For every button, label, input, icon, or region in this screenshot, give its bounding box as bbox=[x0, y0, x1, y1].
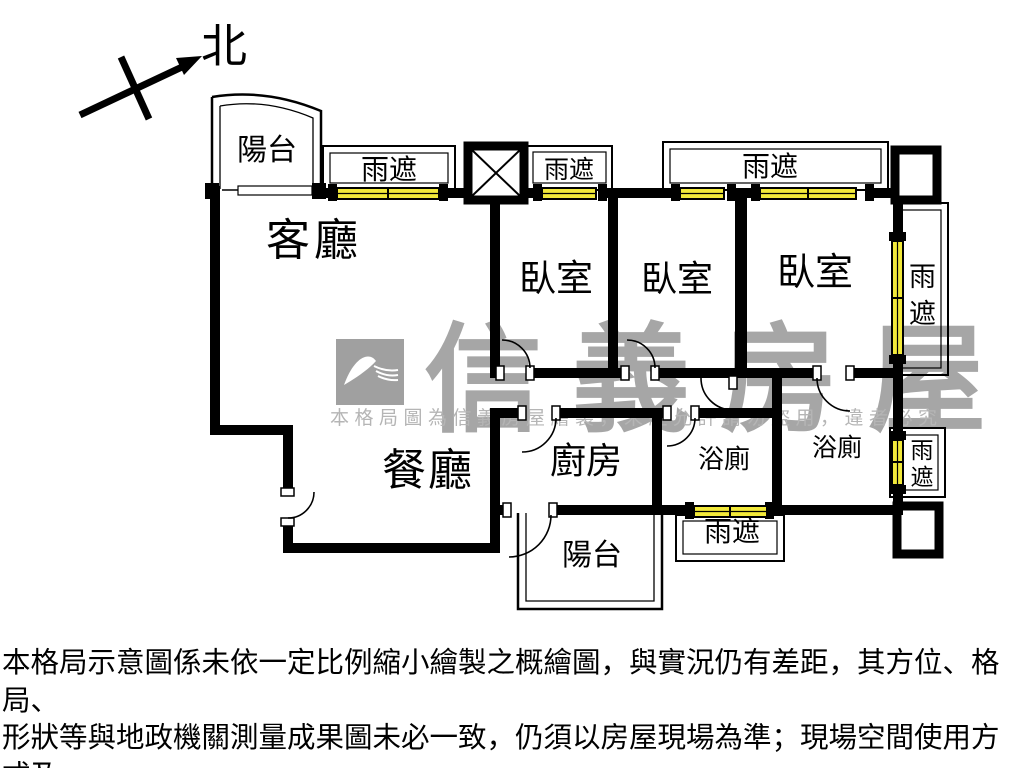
label-balcony-top: 陽台 bbox=[237, 134, 297, 167]
label-kitchen: 廚房 bbox=[550, 441, 623, 481]
shaft-boxes bbox=[463, 141, 944, 559]
balcony-top-outline bbox=[210, 93, 323, 196]
disclaimer-line-2: 形狀等與地政機關測量成果圖未必一致，仍須以房屋現場為準；現場空間使用方式及 bbox=[2, 723, 1000, 768]
label-balcony-bottom: 陽台 bbox=[562, 539, 622, 572]
canopy-boxes bbox=[322, 141, 949, 562]
disclaimer-line-1: 本格局示意圖係未依一定比例縮小繪製之概繪圖，與實況仍有差距，其方位、格局、 bbox=[2, 648, 1000, 717]
windows bbox=[328, 184, 906, 519]
watermark-notice: 本格局圖為信義房屋繪製，未經允許請勿盜用，違者必究 bbox=[330, 408, 943, 429]
door-arcs bbox=[287, 339, 851, 558]
door-posts bbox=[280, 365, 855, 527]
label-dining-room: 餐廳 bbox=[382, 446, 474, 495]
label-canopy-top-2: 雨遮 bbox=[544, 157, 595, 184]
label-bedroom-3: 臥室 bbox=[777, 252, 854, 294]
balcony-bottom-outline bbox=[516, 513, 664, 611]
sinyi-logo-icon bbox=[336, 339, 404, 405]
label-canopy-top-1: 雨遮 bbox=[361, 155, 418, 186]
label-bedroom-2: 臥室 bbox=[641, 259, 714, 299]
label-canopy-bottom: 雨遮 bbox=[704, 517, 761, 548]
label-living-room: 客廳 bbox=[266, 216, 362, 265]
label-bath-1: 浴廁 bbox=[698, 445, 751, 474]
label-bath-2: 浴廁 bbox=[812, 435, 863, 462]
north-arrow-icon bbox=[78, 55, 202, 121]
label-bedroom-1: 臥室 bbox=[519, 259, 593, 300]
north-label: 北 bbox=[201, 21, 247, 72]
label-canopy-top-3: 雨遮 bbox=[742, 152, 799, 183]
label-canopy-right-tall: 雨遮 bbox=[905, 262, 935, 336]
walls bbox=[205, 183, 903, 553]
disclaimer: 本格局示意圖係未依一定比例縮小繪製之概繪圖，與實況仍有差距，其方位、格局、 形狀… bbox=[2, 645, 1022, 768]
label-canopy-right-small: 雨遮 bbox=[907, 438, 932, 492]
